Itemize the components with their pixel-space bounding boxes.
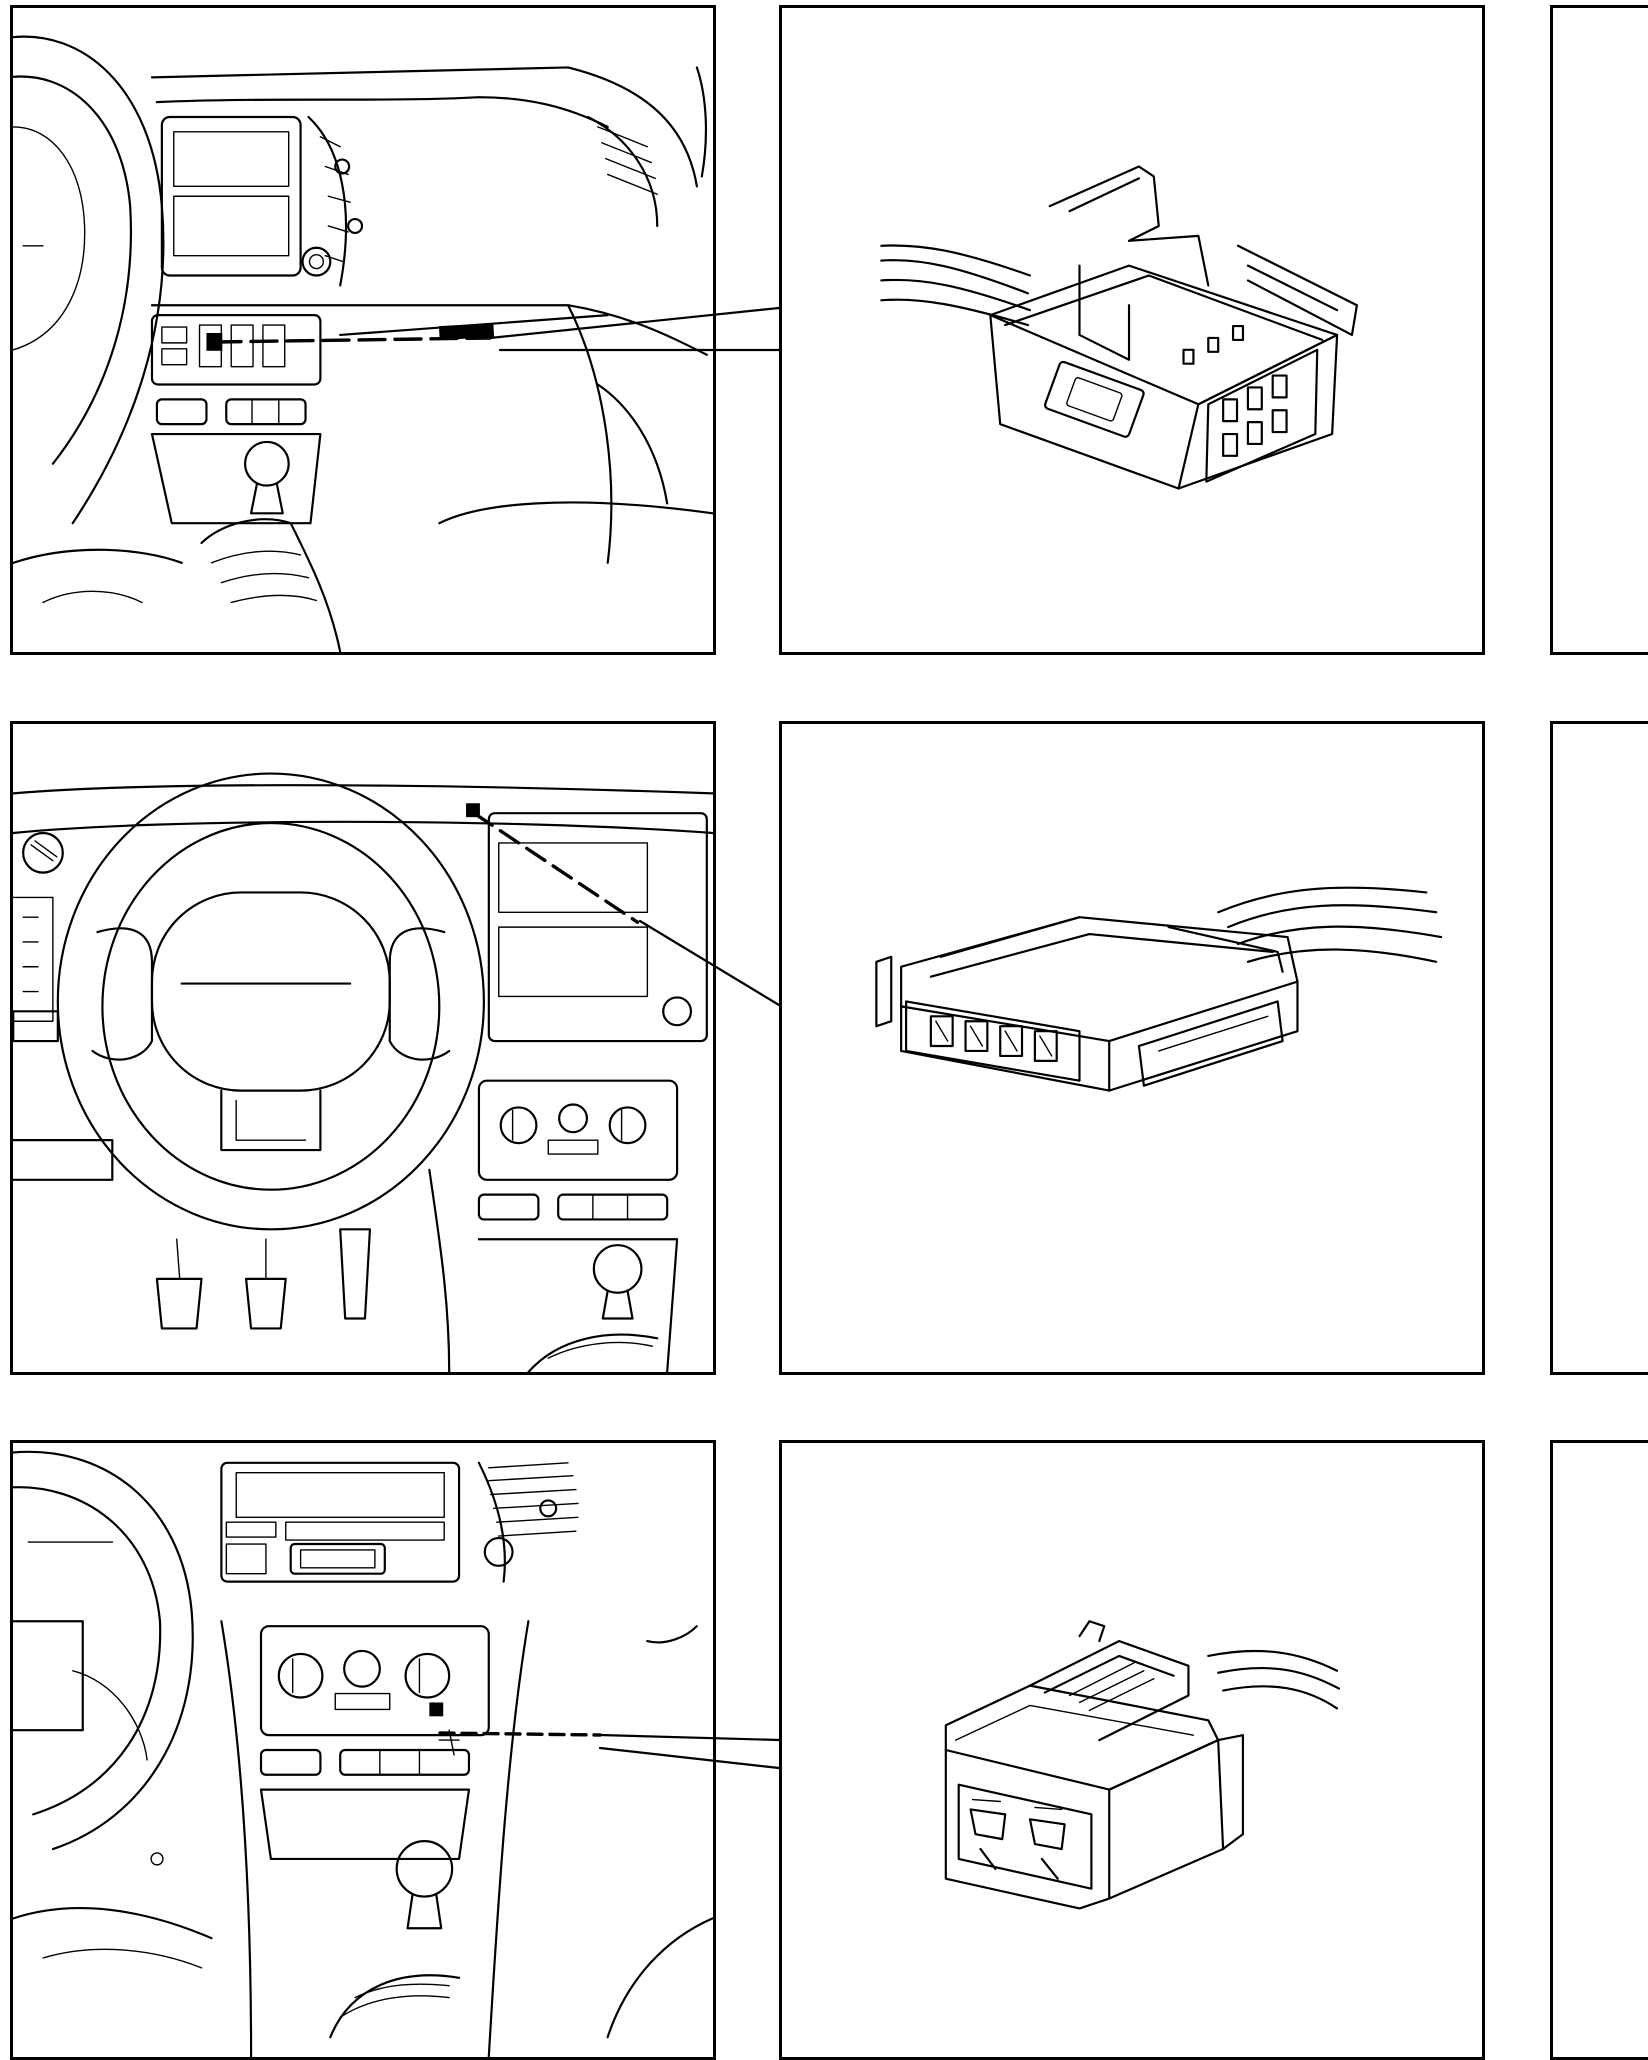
partial-panel-right-3: [1550, 1440, 1648, 2060]
dashboard-center-illustration: [13, 35, 713, 652]
steering-wheel-rim: [13, 35, 165, 525]
two-pin-connector-illustration: [944, 1620, 1341, 1910]
six-pin-connector-illustration: [880, 165, 1358, 490]
connector-panel-two-pin: [779, 1440, 1485, 2060]
partial-panel-right-2: [1550, 721, 1648, 1375]
partial-panel-right-1: [1550, 5, 1648, 655]
climate-control-illustration: [13, 1450, 713, 2057]
steering-wheel-illustration: [13, 772, 713, 1372]
scene-panel-dashboard-center: [10, 5, 716, 655]
steering-wheel-outer: [56, 772, 485, 1231]
scene-panel-climate-control: [10, 1440, 716, 2060]
scene-panel-steering-wheel: [10, 721, 716, 1375]
connector-panel-four-pin: [779, 721, 1485, 1375]
airbag-cover: [150, 891, 391, 1092]
connector-panel-six-pin: [779, 5, 1485, 655]
four-pin-connector-illustration: [875, 886, 1443, 1092]
